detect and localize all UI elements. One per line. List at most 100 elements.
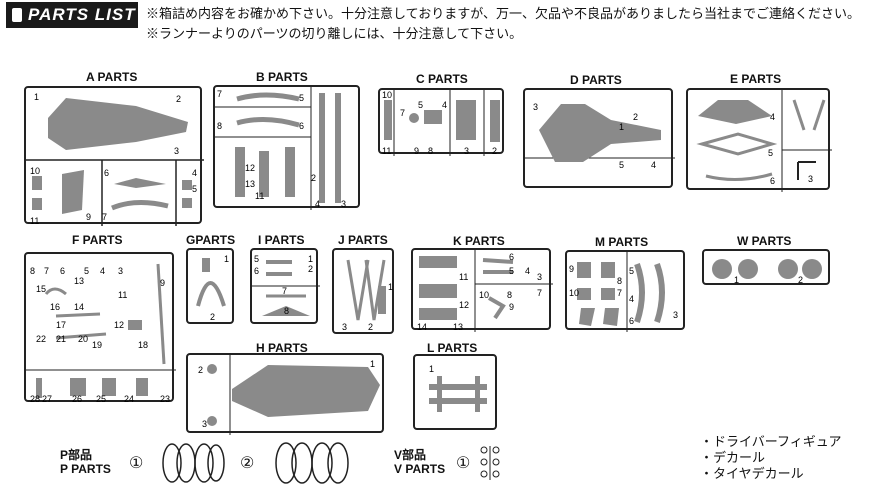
svg-text:12: 12 <box>245 163 255 173</box>
svg-text:10: 10 <box>30 166 40 176</box>
svg-text:3: 3 <box>174 146 179 156</box>
svg-text:11: 11 <box>459 272 468 282</box>
p-parts-legend: P部品 P PARTS <box>60 448 111 476</box>
svg-text:5: 5 <box>619 160 624 170</box>
svg-text:8: 8 <box>284 306 289 316</box>
svg-text:4: 4 <box>442 100 447 110</box>
svg-text:5: 5 <box>509 266 514 276</box>
svg-text:28: 28 <box>30 394 40 404</box>
svg-text:9: 9 <box>509 302 514 312</box>
svg-text:11: 11 <box>30 216 39 226</box>
svg-text:25: 25 <box>96 394 106 404</box>
h-parts-drawing: 2 3 1 <box>198 355 380 435</box>
svg-text:1: 1 <box>370 359 375 369</box>
svg-text:10: 10 <box>479 290 489 300</box>
l-parts-drawing: 1 <box>429 364 487 412</box>
svg-text:13: 13 <box>245 179 255 189</box>
p-part-2-number: ② <box>240 455 255 472</box>
p-part-1-number: ① <box>129 455 144 472</box>
svg-text:6: 6 <box>629 316 634 326</box>
svg-text:1: 1 <box>388 282 393 292</box>
svg-text:5: 5 <box>418 100 423 110</box>
svg-text:6: 6 <box>299 121 304 131</box>
svg-text:1: 1 <box>308 254 313 264</box>
svg-text:14: 14 <box>417 322 427 332</box>
extra-item-decal: ・デカール <box>700 450 766 465</box>
svg-text:2: 2 <box>311 173 316 183</box>
p-part-2-tire <box>275 442 349 484</box>
svg-text:5: 5 <box>254 254 259 264</box>
svg-text:4: 4 <box>525 266 530 276</box>
svg-text:6: 6 <box>509 252 514 262</box>
svg-text:6: 6 <box>770 176 775 186</box>
l-parts-runner: 1 <box>413 354 497 430</box>
svg-text:18: 18 <box>138 340 148 350</box>
svg-text:7: 7 <box>102 212 107 222</box>
svg-text:8: 8 <box>428 146 433 156</box>
svg-text:2: 2 <box>198 365 203 375</box>
svg-text:5: 5 <box>84 266 89 276</box>
svg-text:6: 6 <box>60 266 65 276</box>
i-parts-title: I PARTS <box>258 233 305 247</box>
notes: ※箱詰め内容をお確かめ下さい。十分注意しておりますが、万一、欠品や不良品がありま… <box>146 4 860 44</box>
svg-text:2: 2 <box>176 94 181 104</box>
svg-text:3: 3 <box>202 419 207 429</box>
svg-text:4: 4 <box>192 168 197 178</box>
svg-text:3: 3 <box>808 174 813 184</box>
parts-list-title: PARTS LIST <box>28 5 136 24</box>
svg-text:8: 8 <box>30 266 35 276</box>
svg-text:6: 6 <box>104 168 109 178</box>
l-parts-title: L PARTS <box>427 341 478 355</box>
svg-text:10: 10 <box>382 90 392 100</box>
p-part-1-tire <box>162 443 225 483</box>
svg-text:26: 26 <box>72 394 82 404</box>
svg-text:7: 7 <box>217 89 222 99</box>
svg-text:10: 10 <box>569 288 579 298</box>
svg-text:7: 7 <box>537 288 542 298</box>
svg-text:11: 11 <box>255 191 264 201</box>
svg-text:3: 3 <box>342 322 347 332</box>
svg-text:23: 23 <box>160 394 170 404</box>
m-parts-title: M PARTS <box>595 235 649 249</box>
a-parts-title: A PARTS <box>86 70 138 84</box>
svg-text:22: 22 <box>36 334 46 344</box>
tab-marker-icon <box>12 8 22 22</box>
svg-text:5: 5 <box>768 148 773 158</box>
svg-text:21: 21 <box>56 334 66 344</box>
svg-text:2: 2 <box>798 275 803 285</box>
svg-text:15: 15 <box>36 284 46 294</box>
svg-text:2: 2 <box>308 264 313 274</box>
g-parts-drawing: 12 <box>196 254 229 322</box>
svg-text:24: 24 <box>124 394 134 404</box>
svg-text:3: 3 <box>533 102 538 112</box>
extras-list: ・ドライバーフィギュア ・デカール ・タイヤデカール <box>700 434 841 482</box>
svg-text:13: 13 <box>74 276 84 286</box>
svg-text:1: 1 <box>734 275 739 285</box>
svg-text:5: 5 <box>192 184 197 194</box>
svg-text:1: 1 <box>619 122 624 132</box>
v-parts-en: V PARTS <box>394 462 446 476</box>
svg-text:9: 9 <box>414 146 419 156</box>
v-part-1-drawing <box>480 446 500 480</box>
svg-text:27: 27 <box>42 394 52 404</box>
parts-list-tab: PARTS LIST <box>6 2 138 28</box>
svg-text:19: 19 <box>92 340 102 350</box>
svg-text:7: 7 <box>617 288 622 298</box>
svg-text:9: 9 <box>86 212 91 222</box>
svg-text:8: 8 <box>617 276 622 286</box>
svg-text:4: 4 <box>629 294 634 304</box>
h-parts-title: H PARTS <box>256 341 308 355</box>
p-parts-jp: P部品 <box>60 448 93 462</box>
svg-text:12: 12 <box>114 320 124 330</box>
